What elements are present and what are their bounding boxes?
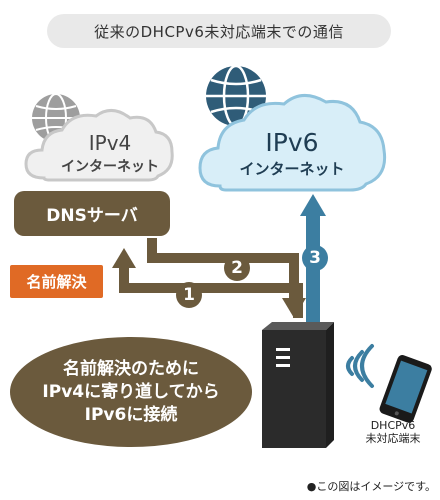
ipv4-cloud-subtitle: インターネット	[61, 159, 159, 175]
ipv6-cloud	[198, 94, 387, 192]
arrow-step-2	[147, 238, 306, 318]
step-3-badge: 3	[302, 245, 328, 271]
router-icon	[262, 322, 334, 448]
device-label-line-2: 未対応端末	[365, 432, 421, 445]
smartphone-icon	[379, 355, 432, 423]
ipv6-cloud-title: IPv6	[265, 128, 319, 157]
step-1-badge: 1	[176, 282, 202, 308]
diagram-title: 従来のDHCPv6未対応端末での通信	[47, 14, 391, 48]
ipv6-cloud-subtitle: インターネット	[239, 160, 345, 178]
dns-server-box: DNSサーバ	[14, 191, 170, 236]
explanation-note: 名前解決のために IPv4に寄り道してから IPv6に接続	[10, 337, 252, 447]
device-label: DHCPv6 未対応端末	[358, 419, 428, 445]
ipv4-cloud-title: IPv4	[88, 131, 132, 155]
device-label-line-1: DHCPv6	[370, 419, 416, 432]
ipv4-cloud	[24, 109, 174, 182]
note-line-2: IPv4に寄り道してから	[42, 381, 220, 402]
name-resolution-tag: 名前解決	[10, 265, 103, 298]
note-line-3: IPv6に接続	[84, 404, 178, 425]
step-2-badge: 2	[224, 255, 250, 281]
note-line-1: 名前解決のために	[63, 358, 199, 379]
footnote: ●この図はイメージです。	[306, 480, 436, 493]
wifi-signal-icon	[346, 344, 374, 388]
